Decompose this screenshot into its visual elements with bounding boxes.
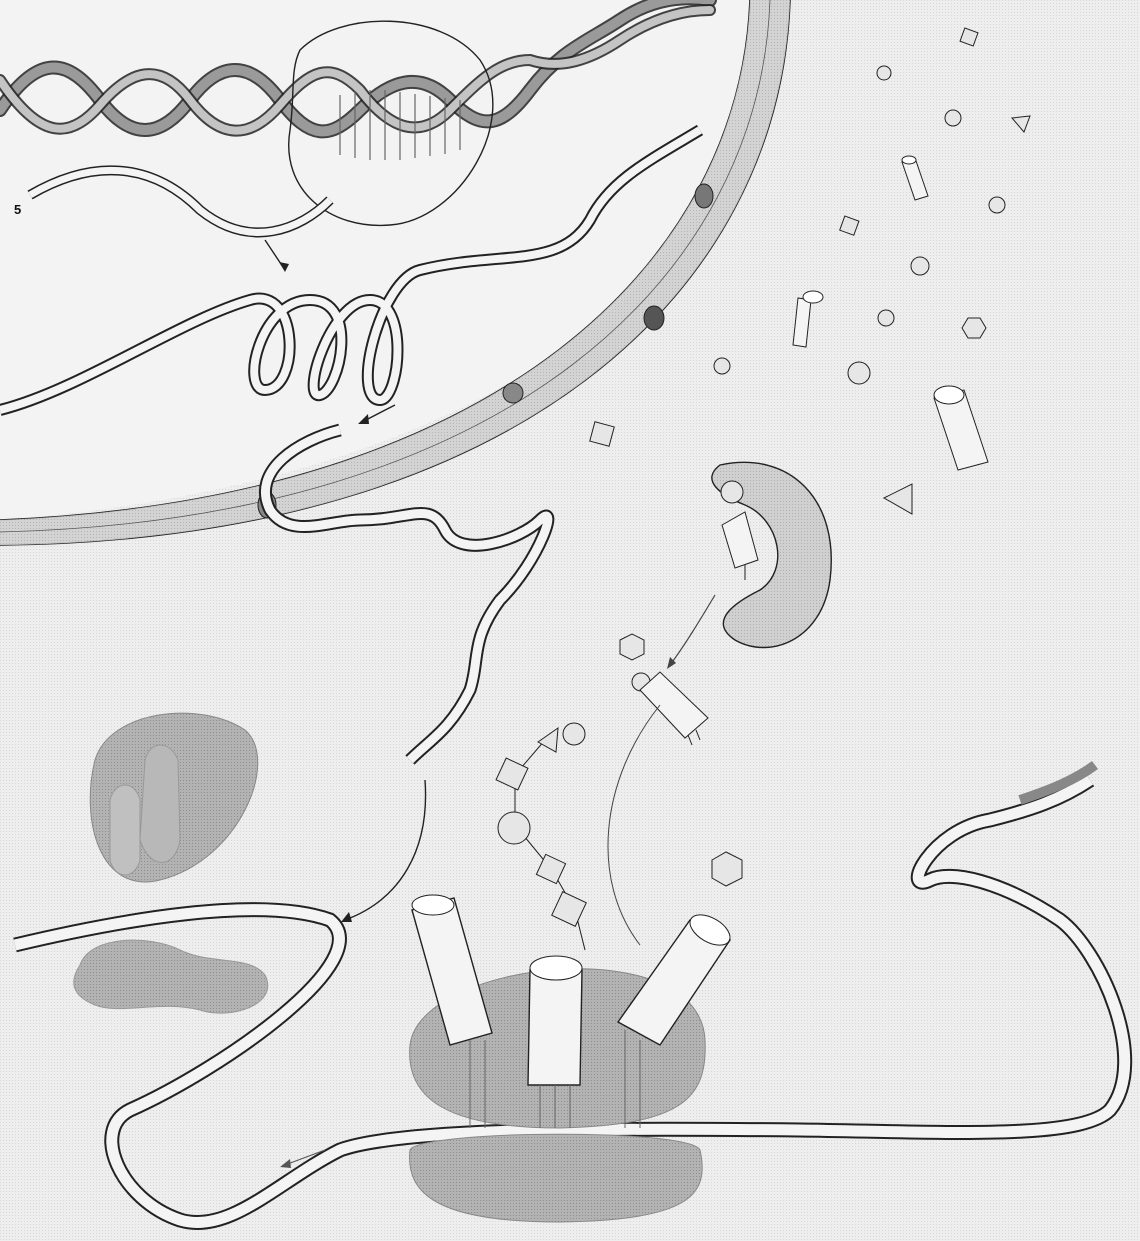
amino-acid-circle-icon (563, 723, 585, 745)
amino-acid-circle-icon (945, 110, 961, 126)
amino-acid-hexagon-icon (620, 634, 644, 660)
amino-acid-circle-icon (911, 257, 929, 275)
amino-acid-circle-icon (714, 358, 730, 374)
amino-acid-circle-icon (878, 310, 894, 326)
nuclear-pore-icon (503, 383, 523, 403)
amino-acid-square-icon (590, 422, 614, 446)
amino-acid-circle-icon (498, 812, 530, 844)
amino-acid-circle-icon (877, 66, 891, 80)
amino-acid-circle-icon (989, 197, 1005, 213)
strand-end-label: 5 (14, 202, 21, 217)
trna-icon (528, 956, 582, 1085)
amino-acid-circle-icon (721, 481, 743, 503)
nuclear-pore-icon (695, 184, 713, 208)
nuclear-pore-icon (644, 306, 664, 330)
amino-acid-circle-icon (848, 362, 870, 384)
